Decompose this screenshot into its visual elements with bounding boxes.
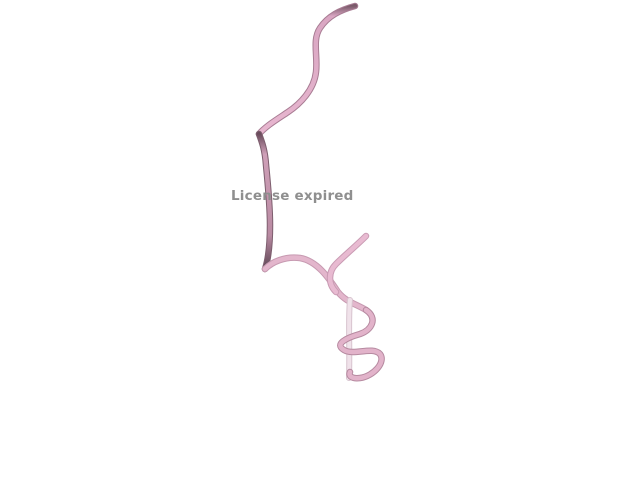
- license-expired-watermark: License expired: [231, 188, 354, 204]
- coil-segment-top: [255, 2, 359, 138]
